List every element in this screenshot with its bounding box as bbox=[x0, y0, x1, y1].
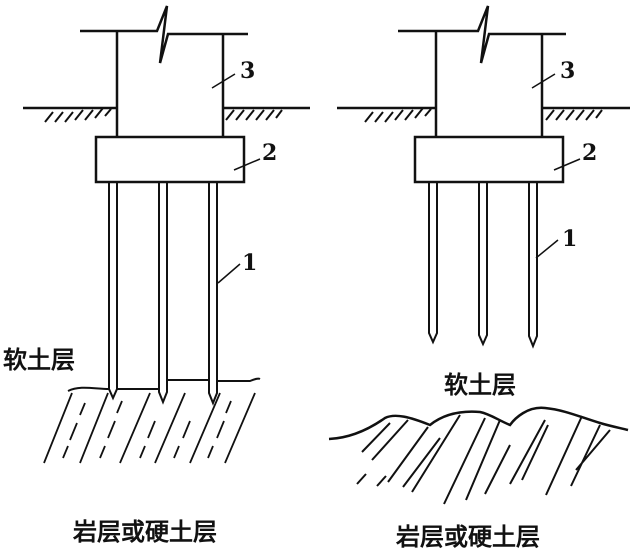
right-label-column: 3 bbox=[560, 58, 576, 84]
left-piles bbox=[108, 183, 218, 406]
right-pile-2 bbox=[478, 183, 488, 347]
right-pile-cap bbox=[413, 135, 565, 184]
right-piles bbox=[428, 183, 538, 349]
left-leaders bbox=[211, 73, 261, 284]
left-end-bearing-pile-figure bbox=[23, 5, 310, 464]
right-ground-hatch bbox=[364, 107, 603, 123]
left-pile-1 bbox=[108, 183, 118, 401]
left-soft-hard-boundary bbox=[67, 377, 261, 392]
left-pile-cap bbox=[94, 135, 246, 184]
right-label-pile: 1 bbox=[562, 226, 578, 252]
right-column bbox=[434, 32, 544, 136]
left-ground-hatch bbox=[44, 107, 283, 123]
right-rock-surface bbox=[328, 406, 629, 441]
right-hard-layer-label: 岩层或硬土层 bbox=[396, 523, 540, 551]
left-soft-layer-label: 软土层 bbox=[3, 346, 75, 374]
left-label-pile: 1 bbox=[242, 250, 258, 276]
left-pile-3 bbox=[208, 183, 218, 406]
right-column-top-break bbox=[398, 5, 566, 64]
left-pile-2 bbox=[158, 183, 168, 405]
left-label-cap: 2 bbox=[262, 140, 278, 166]
left-hard-layer-hatch bbox=[43, 392, 256, 464]
right-label-cap: 2 bbox=[582, 140, 598, 166]
left-hard-layer-label: 岩层或硬土层 bbox=[73, 518, 217, 546]
right-pile-3 bbox=[528, 183, 538, 349]
left-column bbox=[115, 32, 225, 136]
left-label-column: 3 bbox=[240, 58, 256, 84]
left-column-top-break bbox=[80, 5, 248, 64]
right-friction-pile-figure bbox=[328, 5, 630, 505]
right-soft-layer-label: 软土层 bbox=[444, 371, 516, 399]
right-rock-hatch bbox=[356, 414, 611, 505]
right-pile-1 bbox=[428, 183, 438, 345]
right-leaders bbox=[531, 73, 581, 259]
